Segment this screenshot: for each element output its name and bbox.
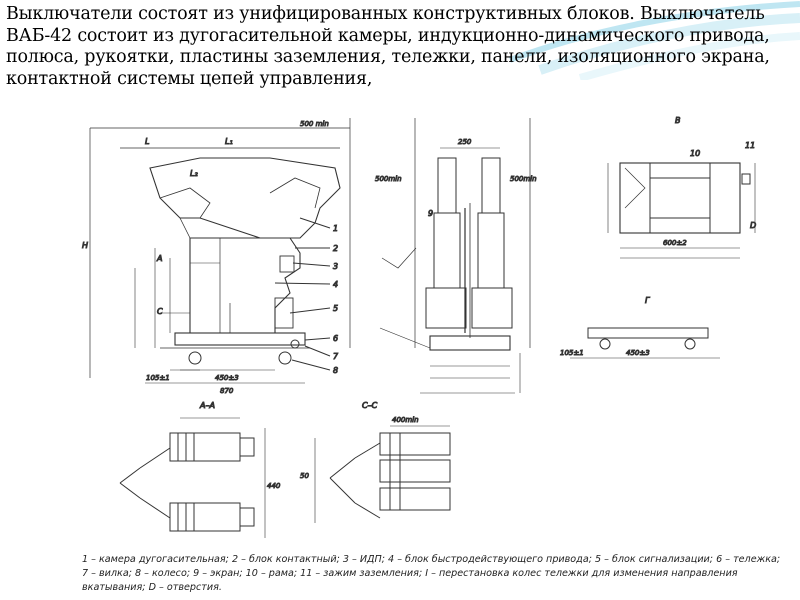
slide-text: Выключатели состоят из унифицированных к… — [6, 4, 770, 89]
callout-6: 6 — [333, 334, 338, 343]
callout-1: 1 — [333, 224, 338, 233]
callout-5: 5 — [333, 304, 338, 313]
dim-l1: L₁ — [225, 137, 233, 146]
technical-drawing: 500 min L L₁ L₂ H А С 450±3 105±1 870 1 … — [60, 108, 800, 548]
dim-105-right: 105±1 — [560, 349, 584, 357]
callout-8: 8 — [333, 366, 338, 375]
figure-caption: 1 – камера дугогасительная; 2 – блок кон… — [82, 554, 781, 593]
dim-500-mid-right: 500min — [510, 175, 537, 183]
dim-450-right: 450±3 — [626, 349, 650, 357]
section-aa-label: А–А — [199, 401, 215, 410]
callout-11: 11 — [745, 141, 755, 150]
view-g-label: Г — [645, 296, 650, 305]
mark-a: А — [156, 254, 162, 263]
section-aa — [119, 417, 266, 538]
view-b-label: В — [675, 116, 681, 125]
dim-450-left: 450±3 — [215, 374, 239, 382]
view-b — [607, 162, 756, 259]
dim-50: 50 — [300, 472, 309, 480]
callout-10: 10 — [690, 149, 700, 158]
callout-9: 9 — [428, 209, 433, 218]
mark-d: D — [750, 221, 756, 230]
front-view — [379, 118, 531, 394]
view-g — [570, 327, 720, 359]
section-cc-label: С–С — [362, 401, 378, 410]
decorative-swoosh — [508, 1, 800, 80]
dim-600: 600±2 — [663, 239, 687, 247]
callout-2: 2 — [333, 244, 338, 253]
dim-l2: L₂ — [190, 169, 198, 178]
dim-500-left: 500 min — [300, 120, 329, 128]
dim-440: 440 — [267, 482, 281, 490]
dim-870: 870 — [220, 387, 234, 395]
callout-7: 7 — [333, 352, 339, 361]
dim-l: L — [145, 137, 149, 146]
mark-c: С — [157, 307, 163, 316]
dim-250: 250 — [458, 138, 472, 146]
dim-400: 400min — [392, 416, 419, 424]
dim-h: H — [82, 241, 88, 250]
section-cc — [314, 425, 451, 523]
callout-4: 4 — [333, 280, 338, 289]
dim-500-mid-left: 500min — [375, 175, 402, 183]
callout-3: 3 — [333, 262, 338, 271]
dim-105-left: 105±1 — [146, 374, 170, 382]
side-view — [89, 118, 351, 384]
